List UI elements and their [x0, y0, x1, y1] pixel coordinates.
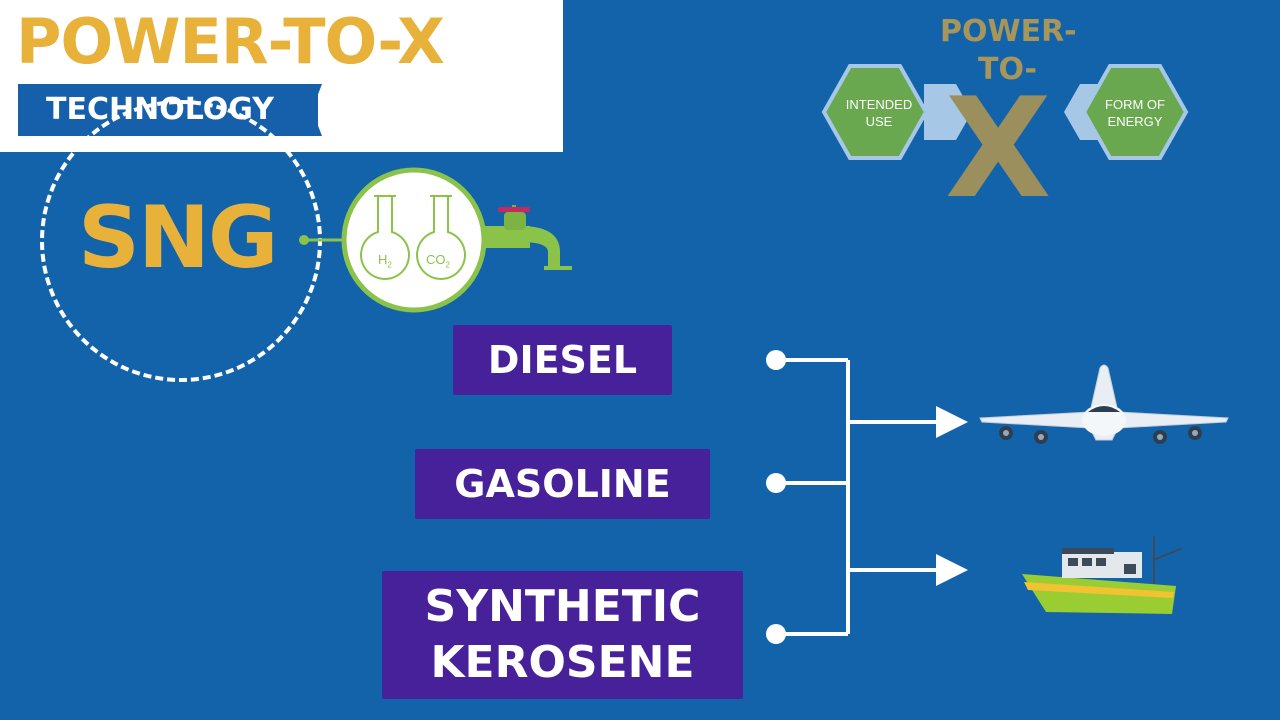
banner-title: POWER-TO-X	[16, 5, 445, 78]
hex-form-of-energy-label: FORM OF ENERGY	[1105, 97, 1165, 129]
tap-icon	[484, 205, 572, 270]
hex-form-of-energy	[1081, 64, 1189, 160]
gasoline-node	[766, 473, 786, 493]
logo-line1: POWER-	[940, 14, 1077, 49]
logo-line2: TO-	[978, 52, 1037, 87]
kerosene-line2: KEROSENE	[430, 637, 695, 688]
logo-x-letter: X	[945, 68, 1052, 229]
sng-label: SNG	[78, 188, 279, 288]
power-to-x-logo	[821, 64, 1189, 160]
fuel-diesel: DIESEL	[453, 325, 672, 395]
flask-icon	[341, 167, 487, 313]
co2-label: CO2	[426, 252, 450, 270]
sng-connector	[299, 235, 345, 245]
ribbon-tail	[300, 84, 322, 136]
airplane-icon	[979, 364, 1229, 444]
fuel-synthetic-kerosene: SYNTHETIC KEROSENE	[382, 571, 743, 699]
hex-intended-use-label: INTENDED USE	[845, 97, 913, 129]
arrow-to-ship	[936, 554, 968, 586]
fuel-bracket	[776, 358, 940, 636]
kerosene-line1: SYNTHETIC	[424, 581, 701, 632]
h2-label: H2	[378, 252, 392, 270]
ship-icon	[1022, 536, 1183, 614]
arrow-to-airplane	[936, 406, 968, 438]
diesel-node	[766, 350, 786, 370]
fuel-gasoline: GASOLINE	[415, 449, 710, 519]
kerosene-node	[766, 624, 786, 644]
hex-intended-use	[821, 64, 929, 160]
